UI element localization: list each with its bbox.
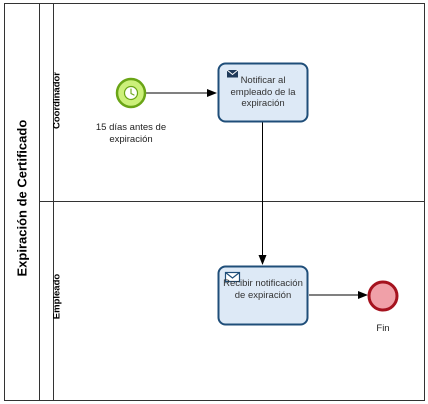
send-envelope-icon <box>226 69 239 78</box>
task-recibir[interactable] <box>217 265 309 326</box>
task-notificar-label: Notificar al empleado de la expiración <box>230 75 296 109</box>
receive-envelope-icon <box>224 271 241 283</box>
start-event-label: 15 días antes de expiración <box>95 122 167 145</box>
pool-title: Expiración de Certificado <box>14 119 30 277</box>
clock-icon <box>130 88 135 96</box>
task-recibir-label: Recibir notificación de expiración <box>223 278 303 301</box>
lane-label-coordinador: Coordinador <box>51 72 63 129</box>
lane-label-empleado: Empleado <box>51 273 63 320</box>
start-timer-event[interactable] <box>115 77 147 109</box>
end-event-label: Fin <box>376 323 390 334</box>
end-event[interactable] <box>367 280 399 312</box>
task-notificar[interactable] <box>217 62 309 123</box>
